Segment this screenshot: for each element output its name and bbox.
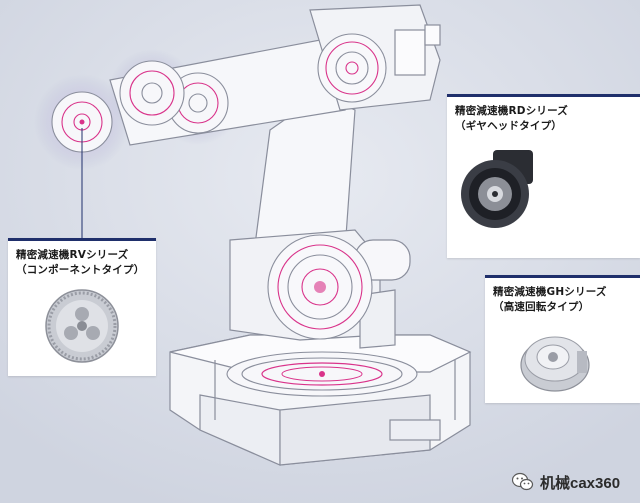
- callout-title: 精密減速機GHシリーズ: [493, 286, 607, 298]
- callout-rv-series: 精密減速機RVシリーズ （コンポーネントタイプ）: [8, 238, 156, 376]
- rv-reducer-image: [45, 289, 119, 363]
- shoulder-gear: [267, 234, 373, 340]
- callout-subtitle: （ギヤヘッドタイプ）: [455, 120, 562, 132]
- elbow-gear: [317, 33, 387, 103]
- callout-rd-series: 精密減速機RDシリーズ （ギヤヘッドタイプ）: [447, 94, 640, 258]
- panel-accent-bar: [447, 94, 640, 97]
- watermark-text: 机械cax360: [540, 474, 621, 492]
- panel-accent-bar: [8, 238, 156, 241]
- wrist-gears: [51, 60, 229, 153]
- turntable: [226, 351, 418, 397]
- rd-reducer-image: [461, 150, 533, 228]
- callout-subtitle: （高速回転タイプ）: [493, 301, 590, 313]
- callout-title: 精密減速機RVシリーズ: [16, 249, 129, 261]
- callout-gh-series: 精密減速機GHシリーズ （高速回転タイプ）: [485, 275, 640, 403]
- callout-subtitle: （コンポーネントタイプ）: [16, 264, 145, 276]
- wechat-logo-icon: [512, 472, 534, 491]
- gh-reducer-image: [520, 336, 590, 392]
- callout-title: 精密減速機RDシリーズ: [455, 105, 568, 117]
- panel-accent-bar: [485, 275, 640, 278]
- watermark: 机械cax360: [512, 470, 620, 494]
